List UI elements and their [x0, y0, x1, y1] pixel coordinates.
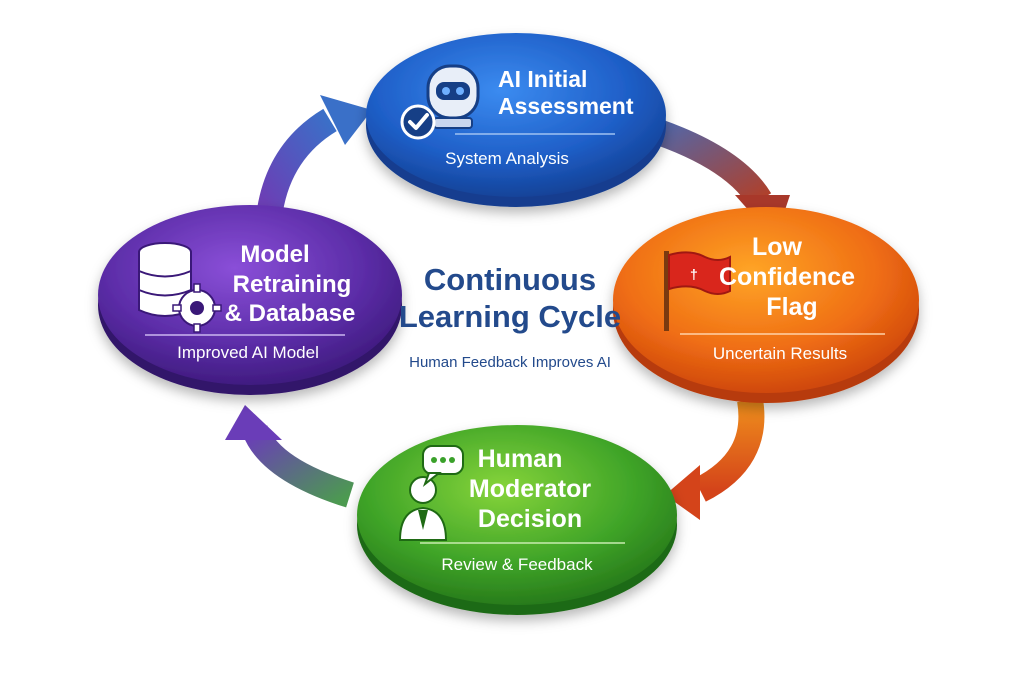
- model-retraining-title-3: & Database: [225, 300, 356, 327]
- low-confidence-title-1: Low: [752, 233, 803, 261]
- robot-check-icon: [400, 64, 480, 140]
- ai-assessment-title-2: Assessment: [498, 93, 634, 119]
- low-confidence-subtitle: Uncertain Results: [713, 344, 847, 363]
- arrow-model-to-assessment: [257, 95, 372, 213]
- ai-assessment-subtitle: System Analysis: [445, 149, 569, 168]
- model-retraining-title-1: Model: [240, 241, 309, 268]
- model-retraining-subtitle: Improved AI Model: [177, 343, 319, 362]
- moderator-title-1: Human: [478, 445, 563, 473]
- model-retraining-title-2: Retraining: [233, 271, 352, 298]
- arrow-flag-to-moderator: [665, 397, 765, 520]
- person-chat-icon: [398, 445, 464, 541]
- database-gear-icon: [138, 242, 222, 333]
- moderator-title-2: Moderator: [469, 475, 592, 503]
- ai-assessment-title-1: AI Initial: [498, 66, 587, 92]
- center-title-line-2: Learning Cycle: [399, 299, 621, 334]
- red-flag-icon: †: [664, 251, 731, 331]
- low-confidence-title-2: Confidence: [719, 263, 855, 291]
- svg-text:†: †: [690, 266, 698, 282]
- low-confidence-title-3: Flag: [766, 293, 817, 321]
- arrow-moderator-to-model: [225, 405, 354, 508]
- center-subtitle: Human Feedback Improves AI: [409, 354, 611, 371]
- moderator-title-3: Decision: [478, 505, 582, 533]
- moderator-subtitle: Review & Feedback: [441, 555, 593, 574]
- center-title-line-1: Continuous: [424, 262, 596, 297]
